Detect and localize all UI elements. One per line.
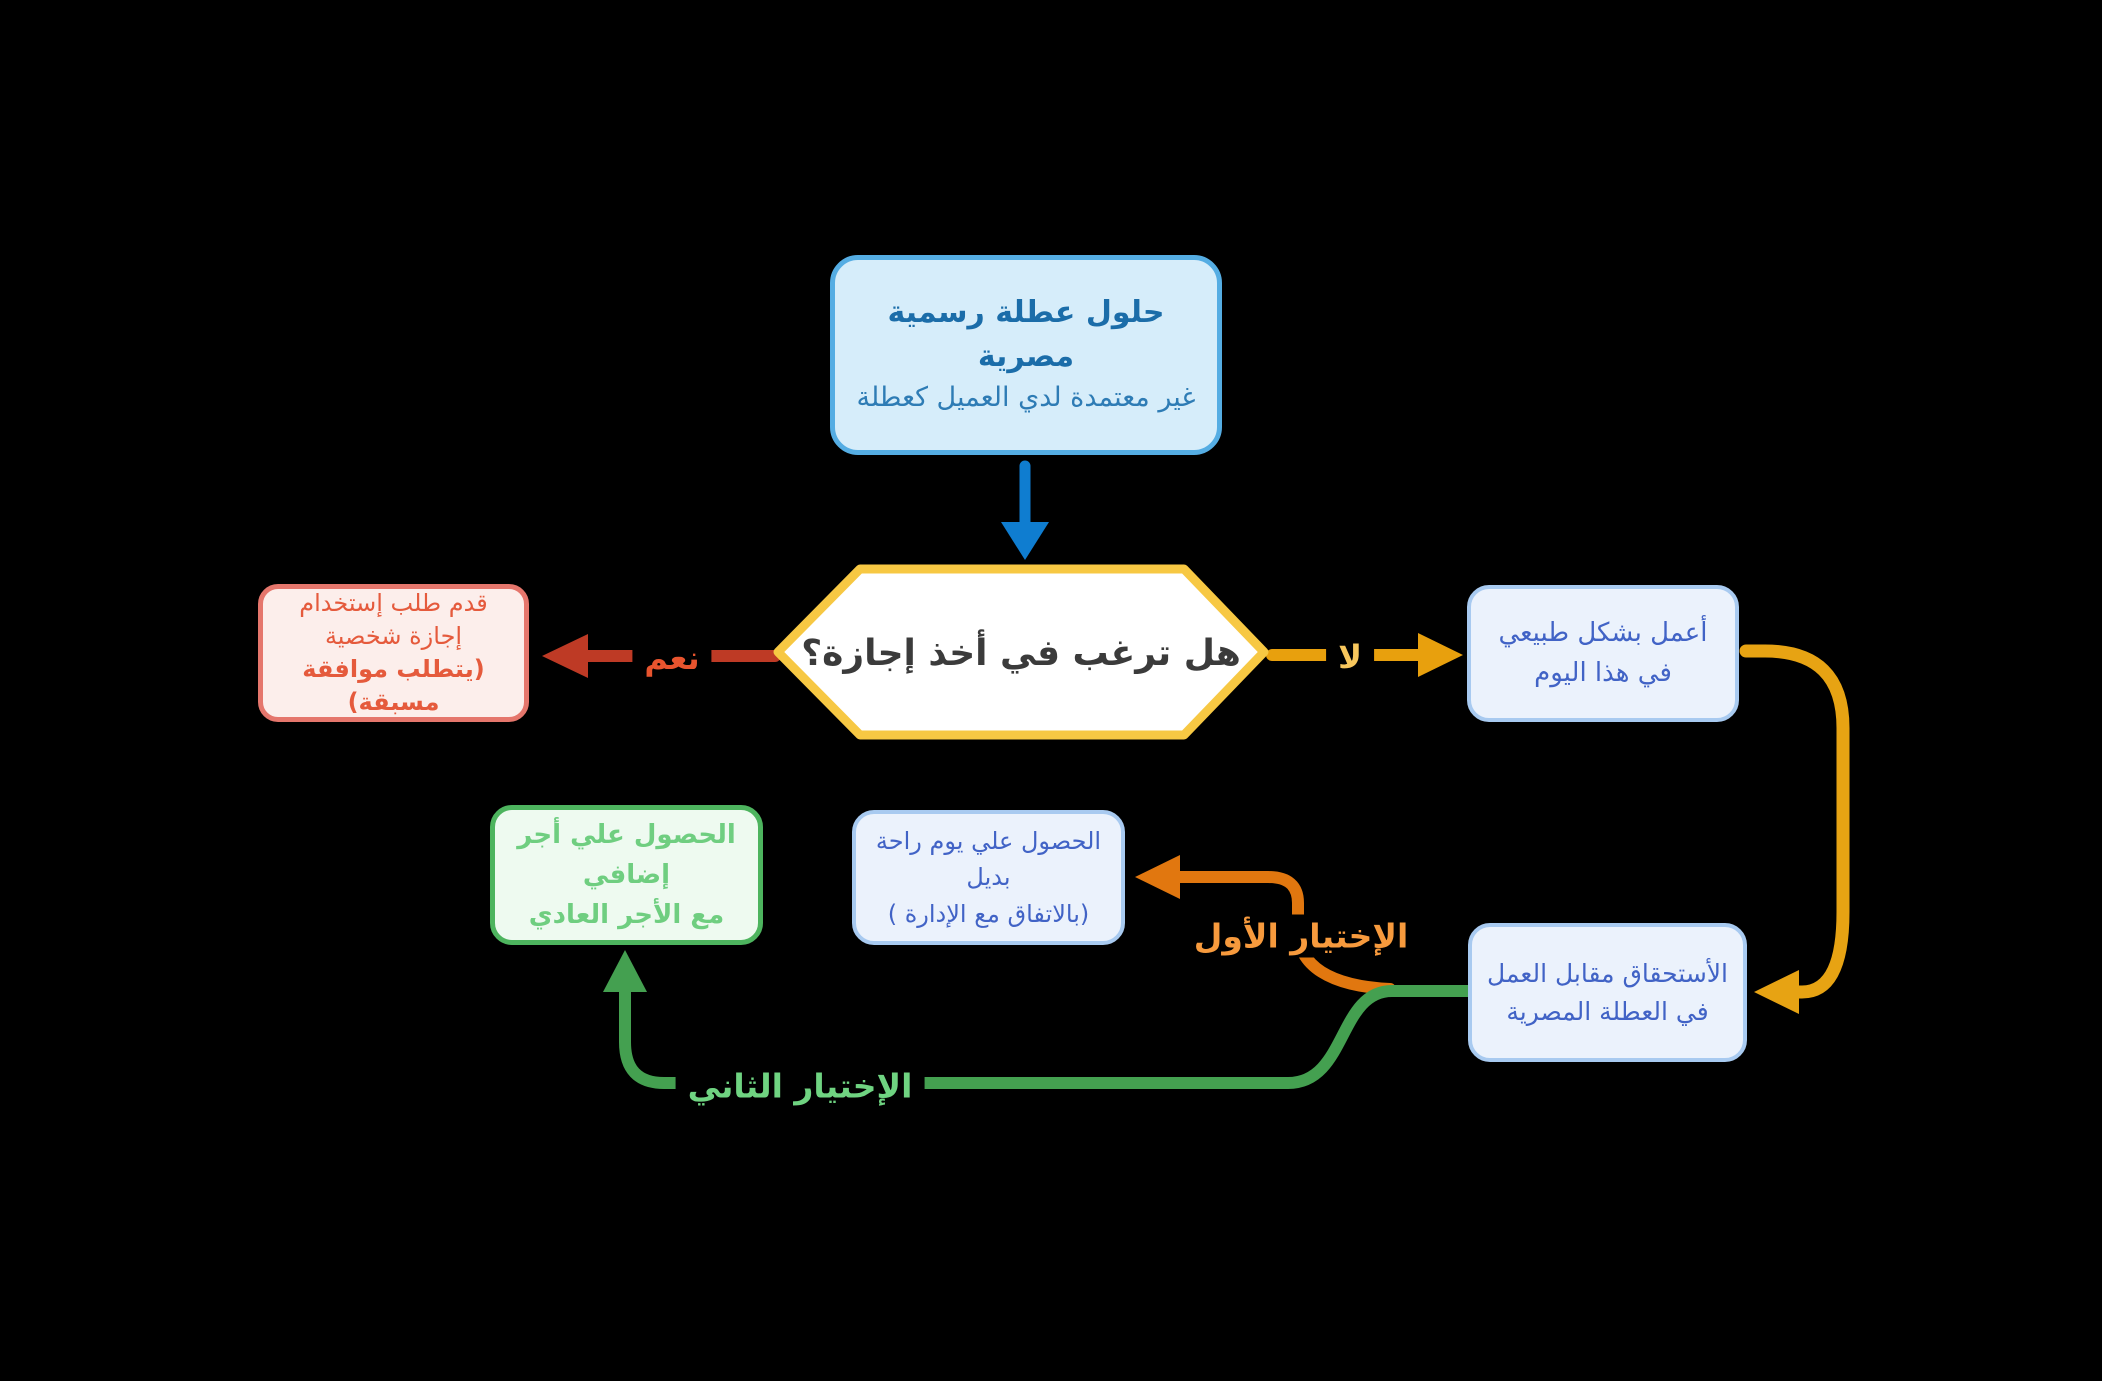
arrow-start-to-decision: [1001, 460, 1049, 560]
start-subtitle: غير معتمدة لدي العميل كعطلة: [856, 382, 1196, 414]
comp-day-line1: الحصول علي يوم راحة بديل: [875, 826, 1102, 892]
work-normally-line1: أعمل بشكل طبيعي: [1498, 617, 1708, 648]
decision-hexagon-shape: [773, 564, 1269, 740]
work-normally-line2: في هذا اليوم: [1534, 657, 1672, 688]
node-comp-day: الحصول علي يوم راحة بديل (بالاتفاق مع ال…: [852, 810, 1125, 945]
comp-day-line2: (بالاتفاق مع الإدارة ): [887, 899, 1090, 928]
node-entitlement: الأستحقاق مقابل العمل في العطلة المصرية: [1468, 923, 1747, 1062]
entitlement-line2: في العطلة المصرية: [1506, 996, 1709, 1026]
personal-leave-line2: إجازة شخصية: [324, 621, 463, 650]
edge-label-no: لا: [1326, 636, 1374, 678]
personal-leave-line3: (يتطلب موافقة مسبقة): [302, 655, 485, 717]
personal-leave-line1: قدم طلب إستخدام: [299, 588, 488, 617]
node-extra-pay: الحصول علي أجر إضافي مع الأجر العادي: [490, 805, 763, 945]
arrow-option2: [603, 950, 1474, 1089]
node-personal-leave: قدم طلب إستخدام إجازة شخصية (يتطلب موافق…: [258, 584, 529, 722]
entitlement-line1: الأستحقاق مقابل العمل: [1487, 958, 1728, 988]
edge-label-yes: نعم: [632, 637, 712, 679]
node-decision: هل ترغب في أخذ إجازة؟: [801, 632, 1241, 674]
arrow-work-to-entitlement: [1739, 644, 1850, 1014]
node-work-normally: أعمل بشكل طبيعي في هذا اليوم: [1467, 585, 1739, 722]
edge-label-option2: الإختيار الثاني: [675, 1064, 925, 1108]
edge-label-option1: الإختيار الأول: [1181, 914, 1421, 958]
extra-pay-line1: الحصول علي أجر إضافي: [517, 819, 736, 890]
node-start: حلول عطلة رسمية مصرية غير معتمدة لدي الع…: [830, 255, 1222, 455]
extra-pay-line2: مع الأجر العادي: [528, 900, 725, 931]
start-title: حلول عطلة رسمية مصرية: [887, 295, 1165, 374]
